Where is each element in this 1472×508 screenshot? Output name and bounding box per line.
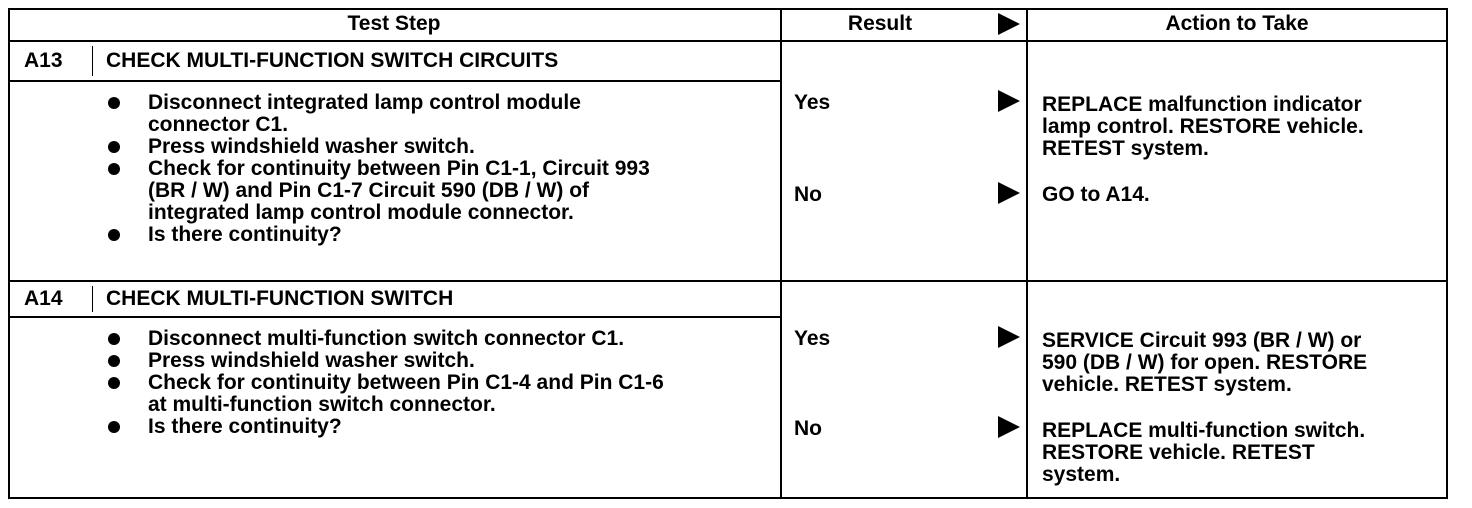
bullet-icon: [108, 333, 120, 345]
step-id-a14: A14: [24, 287, 63, 310]
table-left-border: [8, 8, 10, 499]
bullet-item: Disconnect multi-function switch connect…: [108, 328, 768, 350]
step-id-a13: A13: [24, 49, 63, 72]
bullet-icon: [108, 377, 120, 389]
result-no-a13: No: [794, 183, 822, 206]
bullet-item: Check for continuity between Pin C1-4 an…: [108, 372, 768, 416]
table-bottom-border: [8, 497, 1448, 499]
step-a14-bullets: Disconnect multi-function switch connect…: [108, 328, 768, 438]
result-yes-a14: Yes: [794, 327, 831, 350]
bullet-icon: [108, 355, 120, 367]
bullet-item: Is there continuity?: [108, 416, 768, 438]
bullet-icon: [108, 163, 120, 175]
arrow-icon: [998, 90, 1020, 112]
result-column-divider: [780, 8, 782, 499]
header-arrow-icon: [998, 13, 1020, 35]
bullet-icon: [108, 229, 120, 241]
result-yes-a13: Yes: [794, 91, 831, 114]
a13-title-underline: [8, 80, 780, 82]
arrow-icon: [998, 182, 1020, 204]
bullet-icon: [108, 421, 120, 433]
action-a13-yes: REPLACE malfunction indicator lamp contr…: [1042, 93, 1364, 160]
a13-id-separator: [92, 46, 93, 76]
bullet-item: Press windshield washer switch.: [108, 350, 768, 372]
a14-id-separator: [92, 286, 93, 312]
step-title-a14: CHECK MULTI-FUNCTION SWITCH: [106, 287, 454, 310]
arrow-icon: [998, 416, 1020, 438]
header-action: Action to Take: [1165, 12, 1309, 35]
step-a13-bullets: Disconnect integrated lamp control modul…: [108, 92, 768, 246]
a14-title-underline: [8, 316, 780, 318]
bullet-icon: [108, 97, 120, 109]
step-title-a13: CHECK MULTI-FUNCTION SWITCH CIRCUITS: [106, 49, 559, 72]
step-divider: [8, 280, 1448, 282]
header-test-step: Test Step: [347, 12, 441, 35]
header-bottom-border: [8, 40, 1448, 42]
action-column-divider: [1026, 8, 1028, 499]
action-a13-no: GO to A14.: [1042, 183, 1150, 206]
bullet-item: Disconnect integrated lamp control modul…: [108, 92, 768, 136]
bullet-item: Is there continuity?: [108, 224, 768, 246]
result-no-a14: No: [794, 417, 822, 440]
bullet-item: Press windshield washer switch.: [108, 136, 768, 158]
action-a14-yes: SERVICE Circuit 993 (BR / W) or 590 (DB …: [1042, 329, 1368, 396]
table-top-border: [8, 8, 1448, 10]
bullet-item: Check for continuity between Pin C1-1, C…: [108, 158, 768, 224]
arrow-icon: [998, 326, 1020, 348]
header-result: Result: [847, 12, 913, 35]
action-a14-no: REPLACE multi-function switch. RESTORE v…: [1042, 419, 1366, 486]
bullet-icon: [108, 141, 120, 153]
table-right-border: [1446, 8, 1448, 499]
